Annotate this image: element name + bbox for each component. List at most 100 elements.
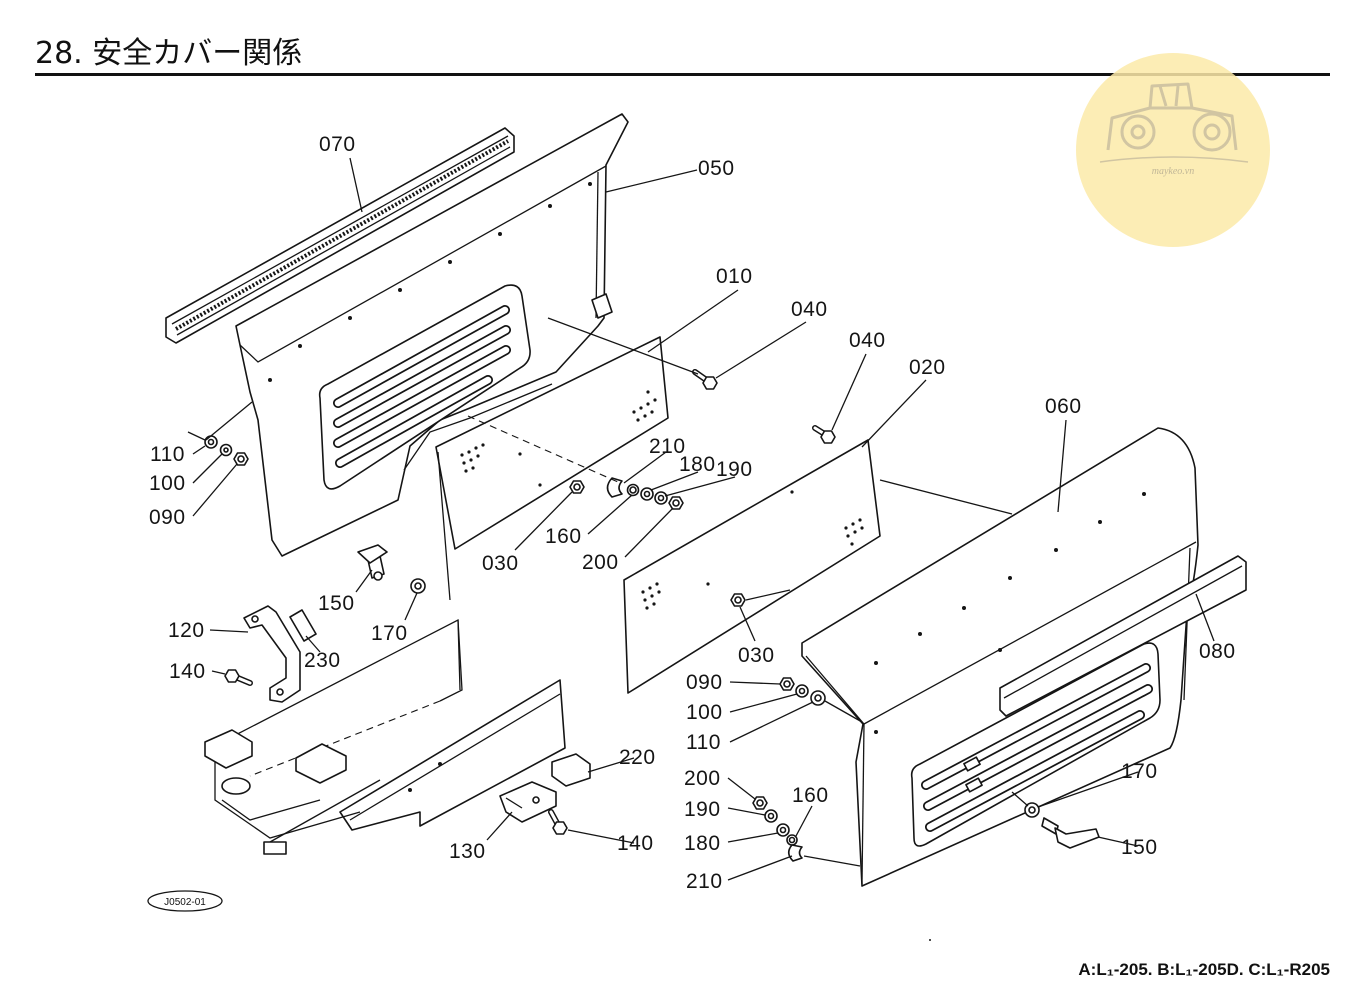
leader-160-b: [795, 805, 813, 837]
tab: [591, 293, 613, 319]
callout-020: 020: [909, 356, 946, 379]
leader-220: [587, 757, 635, 773]
part-210-clip-b: [787, 844, 803, 862]
leader-090-a: [192, 463, 238, 517]
callout-090-a: 090: [149, 506, 186, 529]
flange-holes: [874, 492, 1146, 734]
part-120-latch-bracket: [243, 605, 301, 703]
callout-110-b: 110: [686, 731, 721, 754]
frame-foot: [221, 777, 251, 795]
leader-210-a: [623, 451, 667, 484]
vent-holes: [641, 490, 864, 610]
callout-210-b: 210: [686, 870, 723, 893]
leader-110-b: [729, 701, 814, 743]
callout-190-a: 190: [716, 458, 753, 481]
callout-labels: 070 050 010 040 040 020 060 110 100 090 …: [149, 133, 1236, 893]
part-050-left-side-cover: [235, 113, 629, 557]
part-020-inner-plate: [623, 439, 881, 694]
callout-150-b: 150: [1121, 836, 1158, 859]
callout-060: 060: [1045, 395, 1082, 418]
part-180-washer-a: [640, 487, 654, 501]
callout-200-a: 200: [582, 551, 619, 574]
leader-140-a: [211, 670, 226, 675]
leader-100-b: [729, 693, 798, 713]
leader-120: [209, 629, 249, 633]
part-170-washer-a: [410, 578, 426, 594]
title-underline: [35, 73, 1330, 76]
part-230-pin: [289, 609, 317, 642]
leader-210-b: [727, 855, 793, 881]
leader-080: [1195, 593, 1215, 642]
leader-020: [861, 379, 927, 448]
leader-030-b: [739, 606, 756, 642]
callout-140-b: 140: [617, 832, 654, 855]
leader-200-b: [727, 777, 756, 800]
model-applicability-note: A:L₁-205. B:L₁-205D. C:L₁-R205: [1078, 960, 1330, 979]
part-160-spring-a: [626, 483, 640, 497]
part-140-bolt-left: [224, 669, 253, 686]
callout-180-b: 180: [684, 832, 721, 855]
callout-160-a: 160: [545, 525, 582, 548]
leader-070: [349, 157, 363, 213]
callout-180-a: 180: [679, 453, 716, 476]
callout-120: 120: [168, 619, 205, 642]
part-160-spring-b: [786, 834, 798, 846]
callout-200-b: 200: [684, 767, 721, 790]
part-030-nut-b: [730, 593, 746, 607]
callout-040-a: 040: [791, 298, 828, 321]
leader-230: [305, 635, 321, 653]
grille-slots: [333, 305, 511, 468]
callout-100-a: 100: [149, 472, 186, 495]
leader-190-b: [727, 807, 766, 816]
callout-130: 130: [449, 840, 486, 863]
part-100-washer-a: [219, 443, 233, 457]
frame-bracket-left: [204, 729, 253, 769]
tractor-icon: [1099, 82, 1249, 163]
part-150-latch-b: [1041, 817, 1100, 849]
part-150-latch-a: [357, 544, 388, 581]
part-040-bolt-a: [692, 369, 718, 390]
callout-210-a: 210: [649, 435, 686, 458]
part-210-clip-a: [606, 477, 623, 498]
leader-140-b: [567, 829, 635, 844]
part-090-nut-b: [779, 677, 795, 691]
speck: [929, 939, 931, 941]
part-010-inner-plate: [435, 336, 669, 550]
part-070-louver-strip: [165, 127, 515, 344]
part-060-right-side-cover: [801, 427, 1199, 887]
callout-140-a: 140: [169, 660, 206, 683]
part-080-louver-strip: [999, 555, 1247, 717]
part-110-washer-a: [204, 435, 218, 449]
callout-230: 230: [304, 649, 341, 672]
callout-090-b: 090: [686, 671, 723, 694]
leader-010: [647, 289, 739, 353]
callout-050: 050: [698, 157, 735, 180]
leader-lines: [192, 157, 1215, 881]
part-200-nut-a: [668, 496, 684, 510]
leader-050: [605, 169, 698, 193]
callout-010: 010: [716, 265, 753, 288]
callout-030-b: 030: [738, 644, 775, 667]
leader-190-a: [664, 476, 736, 497]
leader-110-a: [192, 445, 206, 455]
logo-circle: [1076, 53, 1270, 247]
callout-070: 070: [319, 133, 356, 156]
leader-170-b: [1037, 771, 1139, 808]
leader-170-a: [404, 592, 418, 621]
leader-200-a: [624, 507, 674, 558]
vent-holes: [460, 390, 657, 487]
grille-window: [318, 284, 531, 490]
flange-holes: [268, 182, 592, 382]
callout-110-a: 110: [150, 443, 185, 466]
leader-150-a: [355, 569, 373, 593]
part-180-washer-b: [776, 823, 790, 837]
callout-040-b: 040: [849, 329, 886, 352]
part-100-washer-b: [795, 684, 809, 698]
part-090-nut-a: [233, 452, 249, 466]
part-030-nut-a: [569, 480, 585, 494]
part-190-washer-a: [654, 491, 668, 505]
callout-160-b: 160: [792, 784, 829, 807]
callout-080: 080: [1199, 640, 1236, 663]
part-110-washer-b: [810, 690, 826, 706]
